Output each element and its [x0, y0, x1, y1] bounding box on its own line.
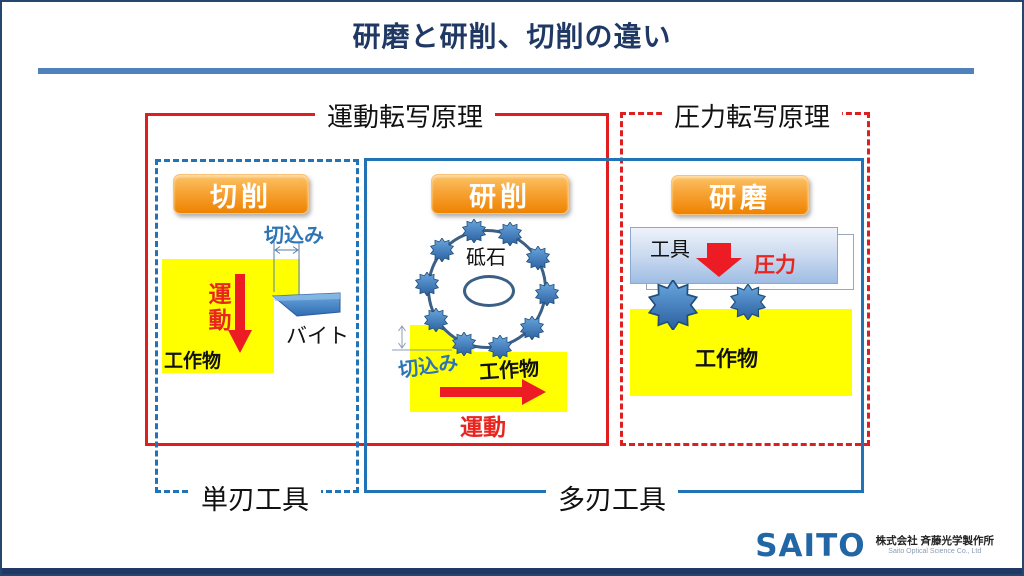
abrasive-grain-icon [430, 238, 454, 262]
page-title: 研磨と研削、切削の違い [352, 21, 672, 52]
polishing-tool-plate [630, 227, 838, 284]
polishing-workpiece [630, 309, 852, 396]
cutting-workpiece-uncut-step [274, 259, 300, 295]
abrasive-grain-icon [462, 219, 486, 243]
abrasive-grain-icon [520, 316, 544, 340]
abrasive-grain-icon [415, 272, 439, 296]
multi-blade-label: 多刃工具 [546, 478, 678, 517]
title-divider [38, 68, 974, 74]
pressure-label: 圧力 [754, 254, 796, 277]
grind-depth-measure-icon [392, 325, 452, 351]
cutting-tool-label: バイト [286, 325, 349, 348]
cut-depth-measure-icon [273, 235, 300, 295]
abrasive-grain-icon [730, 284, 766, 320]
single-blade-label: 単刃工具 [189, 478, 321, 517]
cutting-motion-label: 運動 [205, 282, 231, 334]
cutting-button: 切削 [173, 174, 309, 214]
abrasive-grain-icon [452, 332, 476, 356]
cutting-tool-bit-icon [271, 292, 341, 317]
cutting-workpiece-label: 工作物 [164, 351, 222, 372]
grinding-motion-label: 運動 [460, 414, 506, 440]
grinding-wheel-hole [463, 275, 515, 307]
grinding-wheel-label: 砥石 [466, 247, 506, 269]
slide-bottom-bar [2, 568, 1022, 574]
cutting-workpiece [162, 259, 274, 373]
abrasive-grain-icon [488, 335, 512, 359]
pressure-principle-label: 圧力転写原理 [661, 97, 843, 134]
abrasive-grain-icon [526, 246, 550, 270]
company-logo: SAITO [755, 528, 866, 564]
grinding-button: 研削 [431, 174, 569, 214]
polishing-tool-label: 工具 [650, 239, 690, 261]
down-arrow-icon [228, 274, 252, 353]
footer: SAITO 株式会社 斉藤光学製作所 Saito Optical Science… [755, 528, 994, 564]
polishing-button: 研磨 [671, 175, 809, 215]
abrasive-grain-icon [424, 308, 448, 332]
motion-principle-label: 運動転写原理 [314, 97, 496, 134]
cutting-depth-label: 切込み [264, 225, 324, 247]
pressure-arrow-icon [696, 243, 742, 277]
abrasive-grain-icon [498, 222, 522, 246]
company-name-jp: 株式会社 斉藤光学製作所 [875, 535, 994, 548]
polishing-workpiece-label: 工作物 [695, 348, 758, 371]
right-arrow-icon [440, 379, 546, 405]
company-name-en: Saito Optical Science Co., Ltd [888, 548, 982, 556]
abrasive-grain-icon [648, 280, 698, 330]
abrasive-grain-icon [535, 282, 559, 306]
